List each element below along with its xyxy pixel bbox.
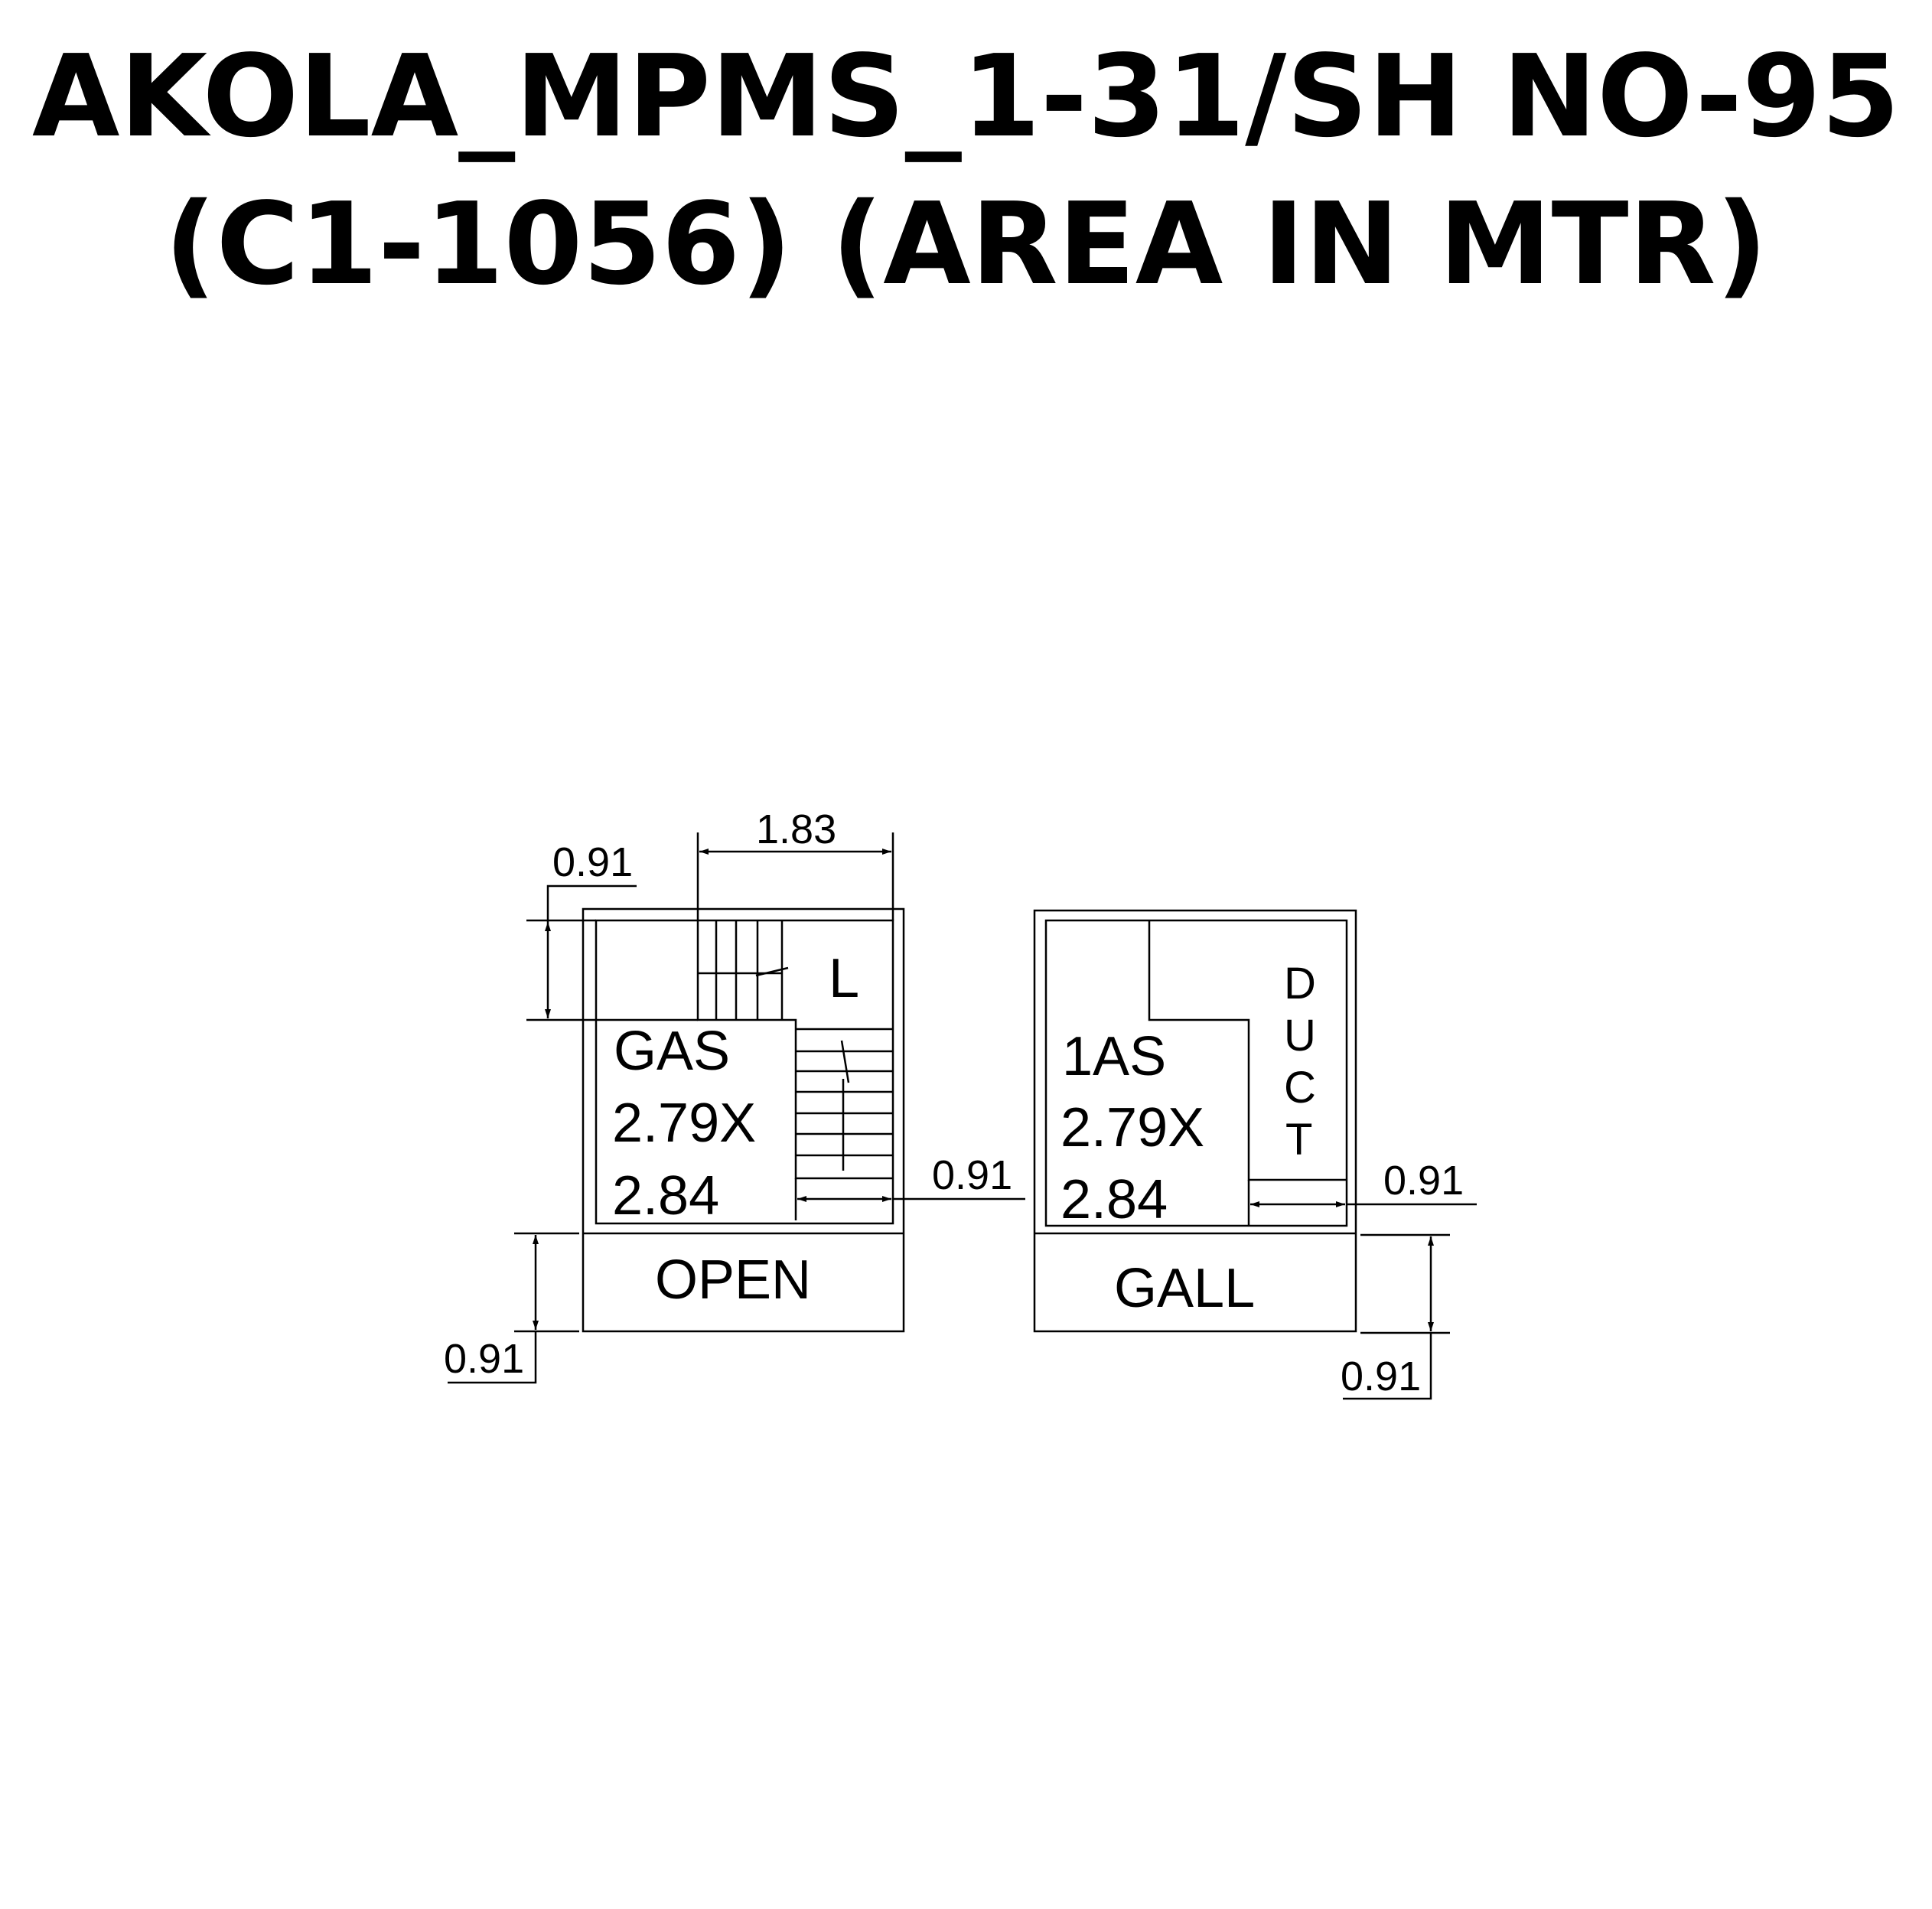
dim-top-left-depth <box>526 884 698 1021</box>
left-unit <box>448 832 1025 1384</box>
dim-label-right-inner-width: 0.91 <box>1383 1158 1464 1204</box>
dim-bottom-left-depth <box>448 1232 579 1384</box>
dim-stair-width <box>696 832 894 920</box>
dim-label-stair-width: 1.83 <box>756 806 836 852</box>
title-line-2: (C1-1056) (AREA IN MTR) <box>164 178 1768 310</box>
title-line-1: AKOLA_MPMS_1-31/SH NO-95 <box>31 31 1901 162</box>
duct-partition <box>1148 920 1347 1226</box>
left-room-dim-line1: 2.79X <box>612 1093 756 1154</box>
left-room-label: GAS <box>614 1021 730 1082</box>
dim-label-left-inner-width: 0.91 <box>932 1152 1012 1198</box>
lift-label: L <box>829 948 859 1009</box>
right-unit-inner-wall <box>1044 919 1348 1227</box>
right-room-dim-line2: 2.84 <box>1060 1169 1168 1230</box>
duct-letter-t: T <box>1285 1115 1312 1165</box>
dim-label-bottom-left-depth: 0.91 <box>444 1336 524 1382</box>
staircase <box>696 920 893 1180</box>
dim-left-inner-width <box>794 1178 1025 1220</box>
dim-bottom-right-depth <box>1343 1233 1450 1400</box>
duct-letter-d: D <box>1284 959 1316 1008</box>
right-front-label: GALL <box>1114 1258 1255 1319</box>
left-room-dim-line2: 2.84 <box>612 1165 719 1227</box>
right-room-dim-line1: 2.79X <box>1060 1097 1204 1158</box>
dim-label-bottom-right-depth: 0.91 <box>1341 1354 1421 1399</box>
right-unit-outer-wall <box>1033 909 1357 1333</box>
dim-label-top-left-depth: 0.91 <box>552 839 633 885</box>
left-front-label: OPEN <box>655 1249 811 1311</box>
left-unit-outer-wall <box>582 907 905 1333</box>
right-unit <box>1033 909 1477 1400</box>
duct-letter-c: C <box>1284 1063 1316 1112</box>
right-room-label: 1AS <box>1062 1026 1166 1087</box>
duct-letter-u: U <box>1284 1011 1316 1060</box>
